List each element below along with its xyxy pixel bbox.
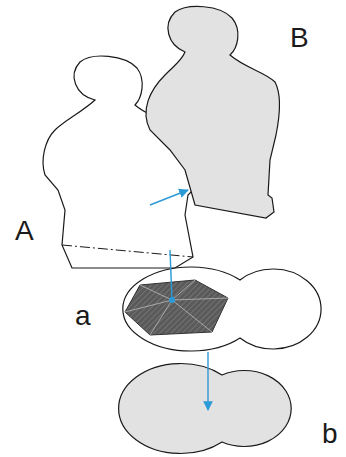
arrow-connector: [170, 250, 172, 300]
arrow-connector: [207, 352, 208, 410]
arrow-connector: [150, 190, 188, 205]
shape-label: a: [75, 300, 91, 332]
outline-region: a: [100, 262, 325, 357]
figure-shaded: B: [140, 0, 285, 225]
shape-label: A: [15, 215, 34, 247]
shape-outline: [100, 262, 325, 357]
shape-outline: [140, 0, 285, 225]
shape-label: B: [290, 22, 309, 54]
shape-label: b: [322, 418, 338, 450]
